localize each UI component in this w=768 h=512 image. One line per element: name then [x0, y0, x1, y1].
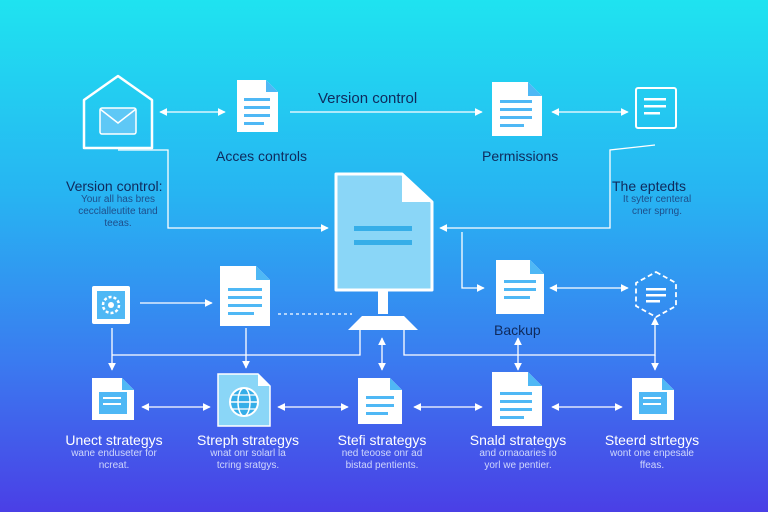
left-middle-document-icon[interactable] [220, 266, 270, 326]
permissions-document-icon[interactable] [492, 82, 542, 136]
monitor-stand-icon [348, 290, 418, 330]
desc-version-control-left: Your all has bres cecclalleutite tand te… [78, 194, 158, 229]
desc-unect-strategys: wane enduseter for ncreat. [71, 448, 157, 471]
label-unect-strategys: Unect strategys [65, 432, 163, 448]
top-right-document-icon[interactable] [635, 87, 677, 129]
access-document-icon[interactable] [237, 80, 278, 132]
label-version-control-top: Version control [318, 90, 418, 107]
connector-mail-to-central [118, 149, 329, 232]
label-permissions: Permissions [482, 148, 559, 164]
central-document-icon[interactable] [334, 172, 434, 292]
label-streph-strategys: Streph strategys [197, 432, 299, 448]
connector-topright-to-central [439, 144, 656, 232]
connector-stand-bus-left [112, 328, 361, 356]
connectors [108, 108, 659, 411]
bottom-document-icon-1[interactable] [92, 378, 134, 420]
label-the-epteds: The eptedts [612, 178, 686, 194]
mail-house-icon[interactable] [82, 74, 154, 150]
label-snald-strategys: Snald strategys [469, 432, 567, 448]
connector-central-to-backup [461, 232, 485, 292]
bottom-document-icon-4[interactable] [492, 372, 542, 426]
backup-document-icon[interactable] [496, 260, 544, 314]
desc-steerd-strategys: wont one enpesale ffeas. [610, 448, 694, 471]
connector-stand-bus-right [403, 317, 659, 356]
label-backup: Backup [494, 322, 541, 338]
globe-document-icon[interactable] [217, 373, 271, 427]
label-access-controls: Acces controls [216, 148, 308, 164]
desc-the-epteds: It syter centeral cner sprng. [622, 194, 692, 217]
desc-snald-strategys: and ornaoaries io yorl we pentier. [479, 448, 557, 471]
hexagon-list-icon[interactable] [635, 270, 677, 319]
label-stefi-strategys: Stefi strategys [337, 432, 427, 448]
desc-stefi-strategys: ned teoose onr ad bistad pentients. [341, 448, 423, 471]
label-version-control-left: Version control: [66, 178, 163, 194]
label-steerd-strategys: Steerd strtegys [604, 432, 700, 448]
desc-streph-strategys: wnat onr solarl la tcring sratgys. [210, 448, 286, 471]
bottom-document-icon-3[interactable] [358, 378, 402, 424]
gear-icon[interactable] [92, 286, 130, 324]
bottom-document-icon-5[interactable] [632, 378, 674, 420]
